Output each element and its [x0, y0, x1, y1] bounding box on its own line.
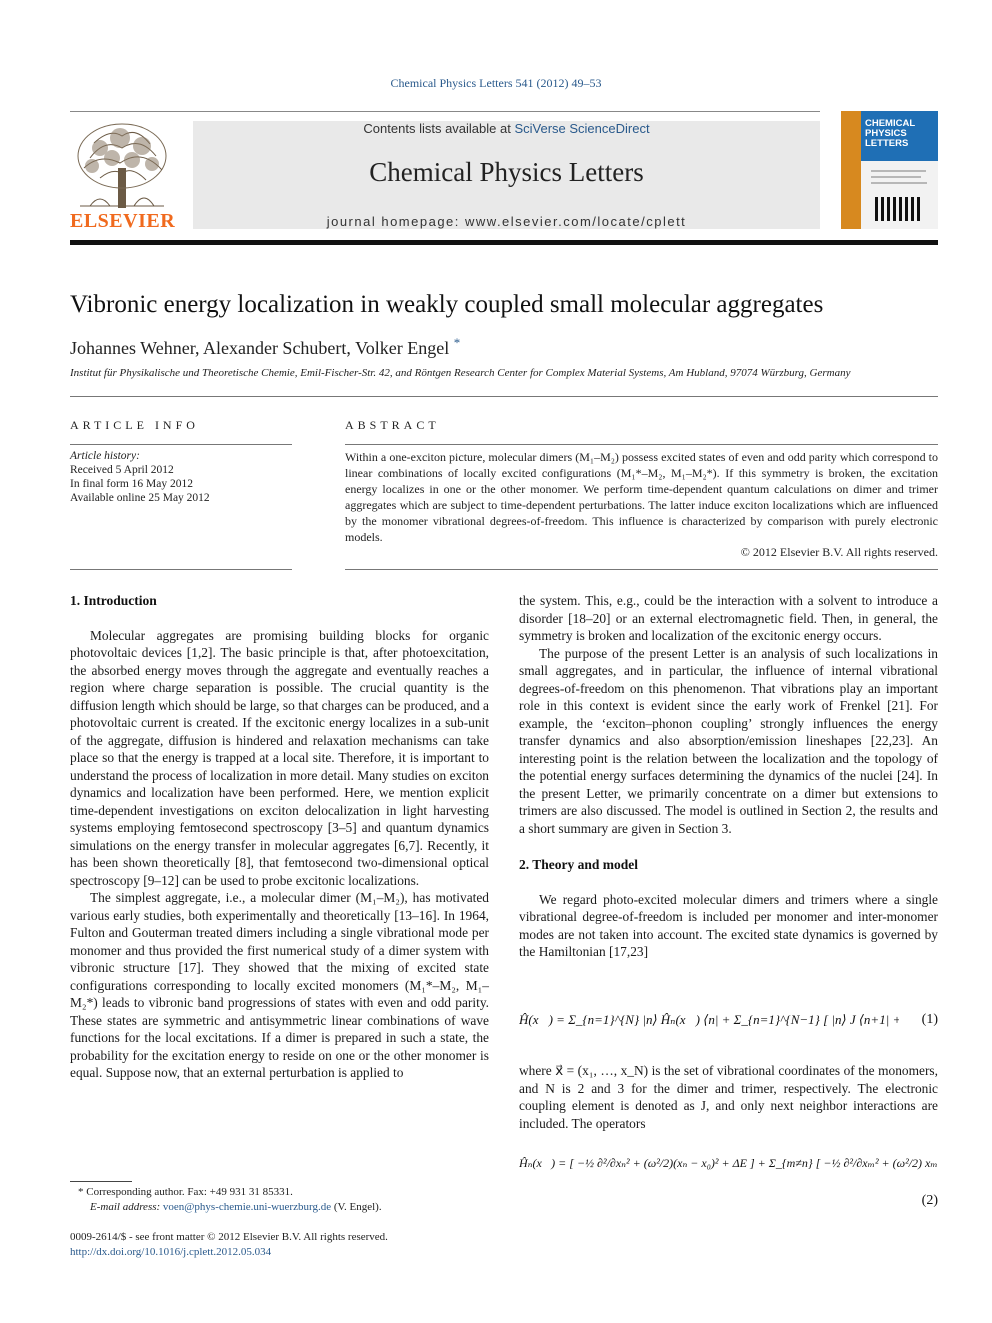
- article-info-heading: ARTICLE INFO: [70, 418, 199, 432]
- body-right-column-cont: where x⃗ = (x₁, …, x_N) is the set of vi…: [519, 1062, 938, 1132]
- journal-header-box: [193, 121, 820, 229]
- paragraph: The simplest aggregate, i.e., a molecula…: [70, 890, 489, 1080]
- cover-art: [841, 111, 938, 229]
- divider: [345, 444, 938, 445]
- paragraph: We regard photo-excited molecular dimers…: [519, 891, 938, 960]
- email-link[interactable]: voen@phys-chemie.uni-wuerzburg.de: [162, 1201, 332, 1213]
- authors-text: Johannes Wehner, Alexander Schubert, Vol…: [70, 338, 450, 358]
- email-suffix: (V. Engel).: [331, 1201, 382, 1213]
- equation-1: Ĥ(x⃗) = Σ_{n=1}^{N} |n⟩ Ĥₙ(x⃗) ⟨n| + Σ_{…: [519, 1012, 899, 1027]
- author-list: Johannes Wehner, Alexander Schubert, Vol…: [70, 335, 460, 359]
- journal-name: Chemical Physics Letters: [369, 157, 644, 187]
- corresponding-author-mark[interactable]: *: [453, 335, 461, 350]
- header-thick-rule: [70, 240, 938, 245]
- cover-title-line: LETTERS: [865, 138, 909, 149]
- divider: [70, 569, 292, 570]
- cover-title-line: CHEMICAL: [865, 118, 916, 129]
- footnote-rule: [70, 1181, 132, 1182]
- equation-2-number: (2): [921, 1193, 938, 1208]
- issn-line: 0009-2614/$ - see front matter © 2012 El…: [70, 1231, 388, 1243]
- paragraph: Molecular aggregates are promising build…: [70, 627, 489, 888]
- body-right-column: the system. This, e.g., could be the int…: [519, 592, 938, 961]
- equation-1-number: (1): [921, 1012, 938, 1027]
- header-rule: [70, 111, 820, 112]
- history-final-form: In final form 16 May 2012: [70, 478, 193, 490]
- journal-reference[interactable]: Chemical Physics Letters 541 (2012) 49–5…: [390, 76, 602, 90]
- journal-homepage[interactable]: journal homepage: www.elsevier.com/locat…: [326, 214, 687, 229]
- history-label: Article history:: [70, 450, 140, 462]
- publication-info: 0009-2614/$ - see front matter © 2012 El…: [70, 1230, 570, 1260]
- abstract-copyright: © 2012 Elsevier B.V. All rights reserved…: [740, 545, 938, 559]
- contents-prefix: Contents lists available at: [363, 121, 515, 136]
- email-label: E-mail address:: [90, 1201, 163, 1213]
- paragraph: The purpose of the present Letter is an …: [519, 645, 938, 836]
- paragraph: the system. This, e.g., could be the int…: [519, 593, 938, 643]
- body-left-column: 1. Introduction Molecular aggregates are…: [70, 592, 489, 1082]
- divider: [70, 396, 938, 397]
- history-online: Available online 25 May 2012: [70, 492, 210, 504]
- abstract-text: Within a one-exciton picture, molecular …: [345, 450, 938, 544]
- section-heading-introduction: 1. Introduction: [70, 593, 157, 608]
- paragraph: where x⃗ = (x₁, …, x_N) is the set of vi…: [519, 1063, 938, 1131]
- journal-cover-thumbnail[interactable]: CHEMICAL PHYSICS LETTERS: [841, 111, 938, 229]
- elsevier-wordmark: ELSEVIER: [70, 210, 176, 232]
- section-heading-theory: 2. Theory and model: [519, 857, 639, 872]
- equation-2: Ĥₙ(x⃗) = [ −½ ∂²/∂xₙ² + (ω²/2)(xₙ − x₀)²…: [519, 1156, 938, 1170]
- history-received: Received 5 April 2012: [70, 464, 174, 476]
- contents-line: Contents lists available at SciVerse Sci…: [193, 121, 820, 136]
- cover-title-line: PHYSICS: [865, 128, 907, 139]
- divider: [70, 444, 292, 445]
- corresponding-author-note: * Corresponding author. Fax: +49 931 31 …: [78, 1186, 293, 1198]
- doi-link[interactable]: http://dx.doi.org/10.1016/j.cplett.2012.…: [70, 1246, 272, 1258]
- footnote-block: * Corresponding author. Fax: +49 931 31 …: [78, 1185, 498, 1215]
- article-history: Article history: Received 5 April 2012 I…: [70, 449, 292, 505]
- cover-title: CHEMICAL PHYSICS LETTERS: [865, 119, 915, 149]
- abstract-heading: ABSTRACT: [345, 418, 440, 432]
- article-title: Vibronic energy localization in weakly c…: [70, 291, 824, 318]
- elsevier-tree-logo: [77, 123, 167, 208]
- divider: [345, 569, 938, 570]
- email-line: E-mail address: voen@phys-chemie.uni-wue…: [78, 1200, 498, 1215]
- sciencedirect-link[interactable]: SciVerse ScienceDirect: [514, 121, 650, 136]
- affiliation: Institut für Physikalische und Theoretis…: [70, 367, 851, 379]
